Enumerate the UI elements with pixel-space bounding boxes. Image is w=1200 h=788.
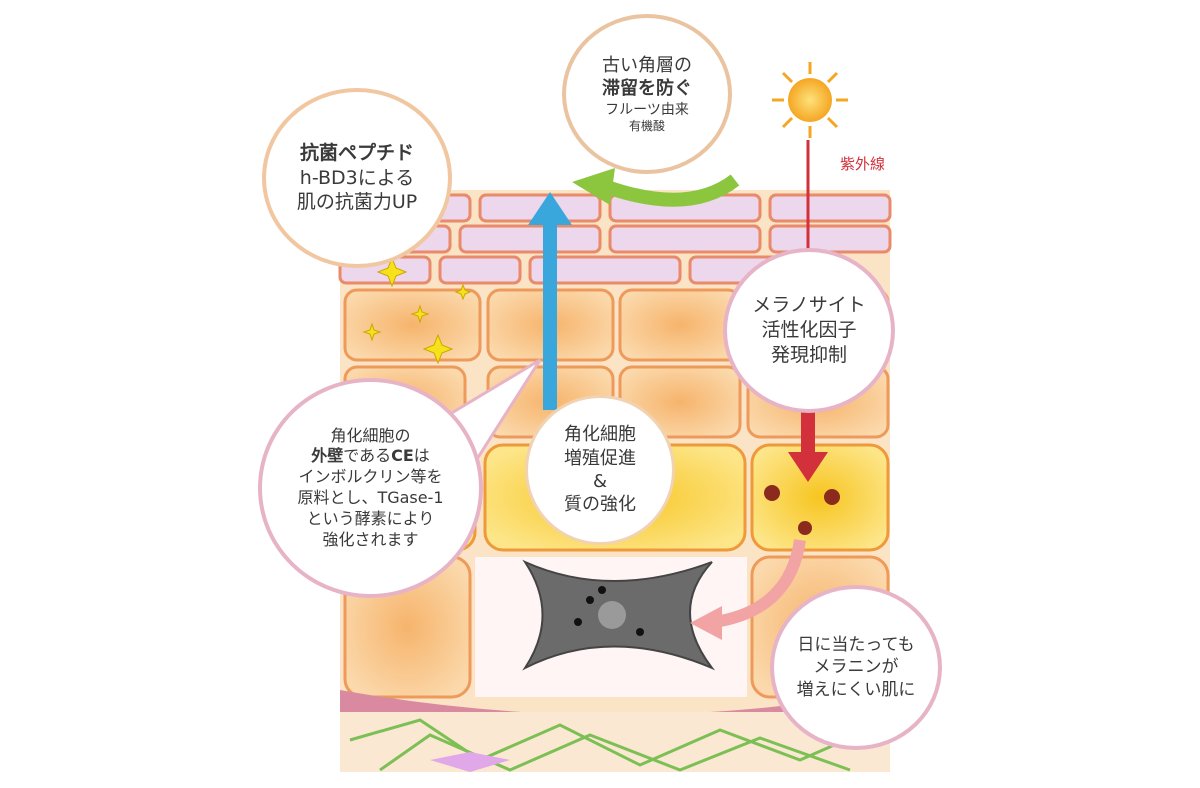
bubble-text: h-BD3による — [299, 166, 415, 189]
bubble-text: 増えにくい肌に — [796, 679, 916, 700]
bubble-text: という酵素により — [306, 508, 435, 528]
sparkle-icon — [362, 256, 472, 365]
bubble-text: 有機酸 — [628, 118, 665, 133]
bubble-text: 角化細胞の — [330, 425, 411, 445]
green-curved-arrow — [607, 174, 740, 207]
old-layer-bubble: 古い角層の 滞留を防ぐ フルーツ由来 有機酸 — [562, 14, 732, 174]
text: は — [413, 446, 430, 466]
antibacterial-bubble: 抗菌ペプチド h-BD3による 肌の抗菌力UP — [262, 88, 452, 268]
melanin-dots — [764, 485, 840, 535]
bold-text: CE — [391, 446, 414, 466]
bubble-title: 抗菌ペプチド — [299, 141, 414, 164]
bubble-text: 活性化因子 — [761, 319, 857, 342]
bubble-text: 原料とし、TGase-1 — [297, 488, 444, 507]
bubble-text: 日に当たっても — [797, 635, 915, 656]
ce-wall-bubble: 角化細胞の 外壁であるCEは インボルクリン等を 原料とし、TGase-1 とい… — [258, 378, 483, 598]
keratinocyte-bubble: 角化細胞 増殖促進 & 質の強化 — [525, 395, 675, 545]
melanocyte-bubble: メラノサイト 活性化因子 発現抑制 — [723, 248, 895, 413]
bubble-text: メラノサイト — [752, 294, 866, 317]
bubble-text: 肌の抗菌力UP — [296, 191, 418, 214]
bubble-text: フルーツ由来 — [605, 101, 689, 118]
text: である — [343, 446, 392, 466]
uv-red-arrow — [788, 140, 828, 482]
bubble-text: 増殖促進 — [564, 447, 636, 469]
sun-icon — [772, 62, 848, 138]
bubble-text: メラニンが — [813, 657, 899, 678]
bubble-text: 強化されます — [322, 529, 419, 549]
bubble-text: 質の強化 — [564, 494, 636, 516]
bold-text: 外壁 — [311, 446, 344, 466]
pink-curved-arrow — [713, 539, 806, 628]
bubble-text: 角化細胞 — [564, 424, 636, 446]
bubble-title: 滞留を防ぐ — [602, 78, 692, 100]
bubble-text: & — [592, 471, 608, 492]
blue-up-arrow — [528, 192, 572, 410]
bubble-text-mixed: 外壁であるCEは — [311, 446, 430, 467]
bubble-text: 発現抑制 — [770, 343, 847, 366]
uv-label: 紫外線 — [840, 155, 886, 173]
melanin-bubble: 日に当たっても メラニンが 増えにくい肌に — [770, 585, 942, 750]
bubble-text: 古い角層の — [602, 54, 692, 76]
collagen-network — [349, 718, 881, 772]
bubble-text: インボルクリン等を — [298, 467, 443, 487]
